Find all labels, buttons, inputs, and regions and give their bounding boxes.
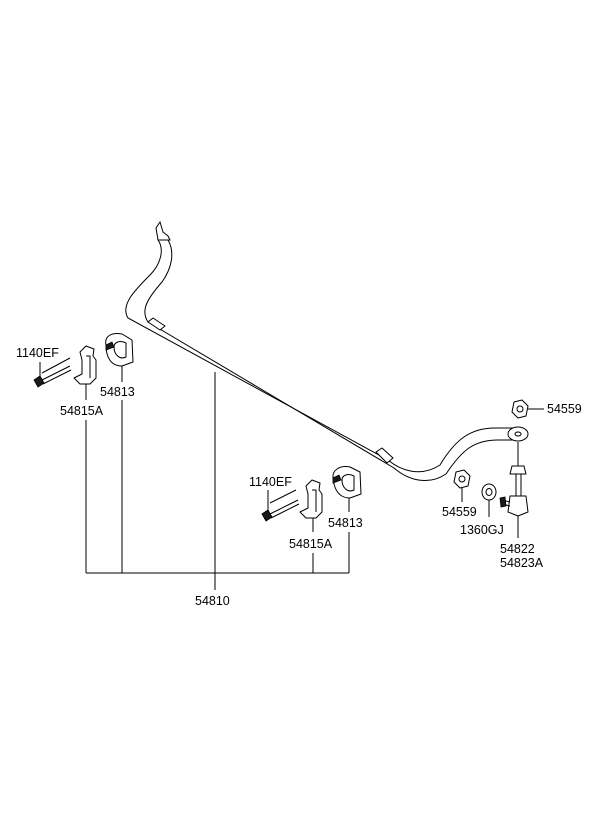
label-link-b: 54823A bbox=[500, 556, 544, 570]
bushing-left bbox=[105, 333, 134, 367]
label-bolt-center: 1140EF bbox=[249, 475, 292, 489]
bolt-left bbox=[33, 365, 72, 388]
label-bushing-center: 54813 bbox=[328, 516, 363, 530]
label-nut-top: 54559 bbox=[547, 402, 582, 416]
label-nut-lower: 54559 bbox=[442, 505, 477, 519]
label-washer: 1360GJ bbox=[460, 523, 504, 537]
stabilizer-link bbox=[499, 442, 529, 517]
leader-lines bbox=[39, 357, 544, 590]
label-bracket-center: 54815A bbox=[289, 537, 333, 551]
label-bar: 54810 bbox=[195, 594, 230, 608]
label-link-a: 54822 bbox=[500, 542, 535, 556]
bracket-left bbox=[73, 345, 97, 385]
label-bushing-left: 54813 bbox=[100, 385, 135, 399]
bracket-center bbox=[299, 479, 323, 519]
bolt-center bbox=[261, 499, 300, 522]
washer bbox=[481, 483, 497, 501]
label-bracket-left: 54815A bbox=[60, 404, 104, 418]
stabilizer-bar bbox=[125, 220, 529, 482]
label-bolt-left: 1140EF bbox=[16, 346, 59, 360]
bushing-center bbox=[332, 466, 362, 499]
nut-lower bbox=[453, 469, 471, 489]
nut-top bbox=[511, 399, 529, 419]
